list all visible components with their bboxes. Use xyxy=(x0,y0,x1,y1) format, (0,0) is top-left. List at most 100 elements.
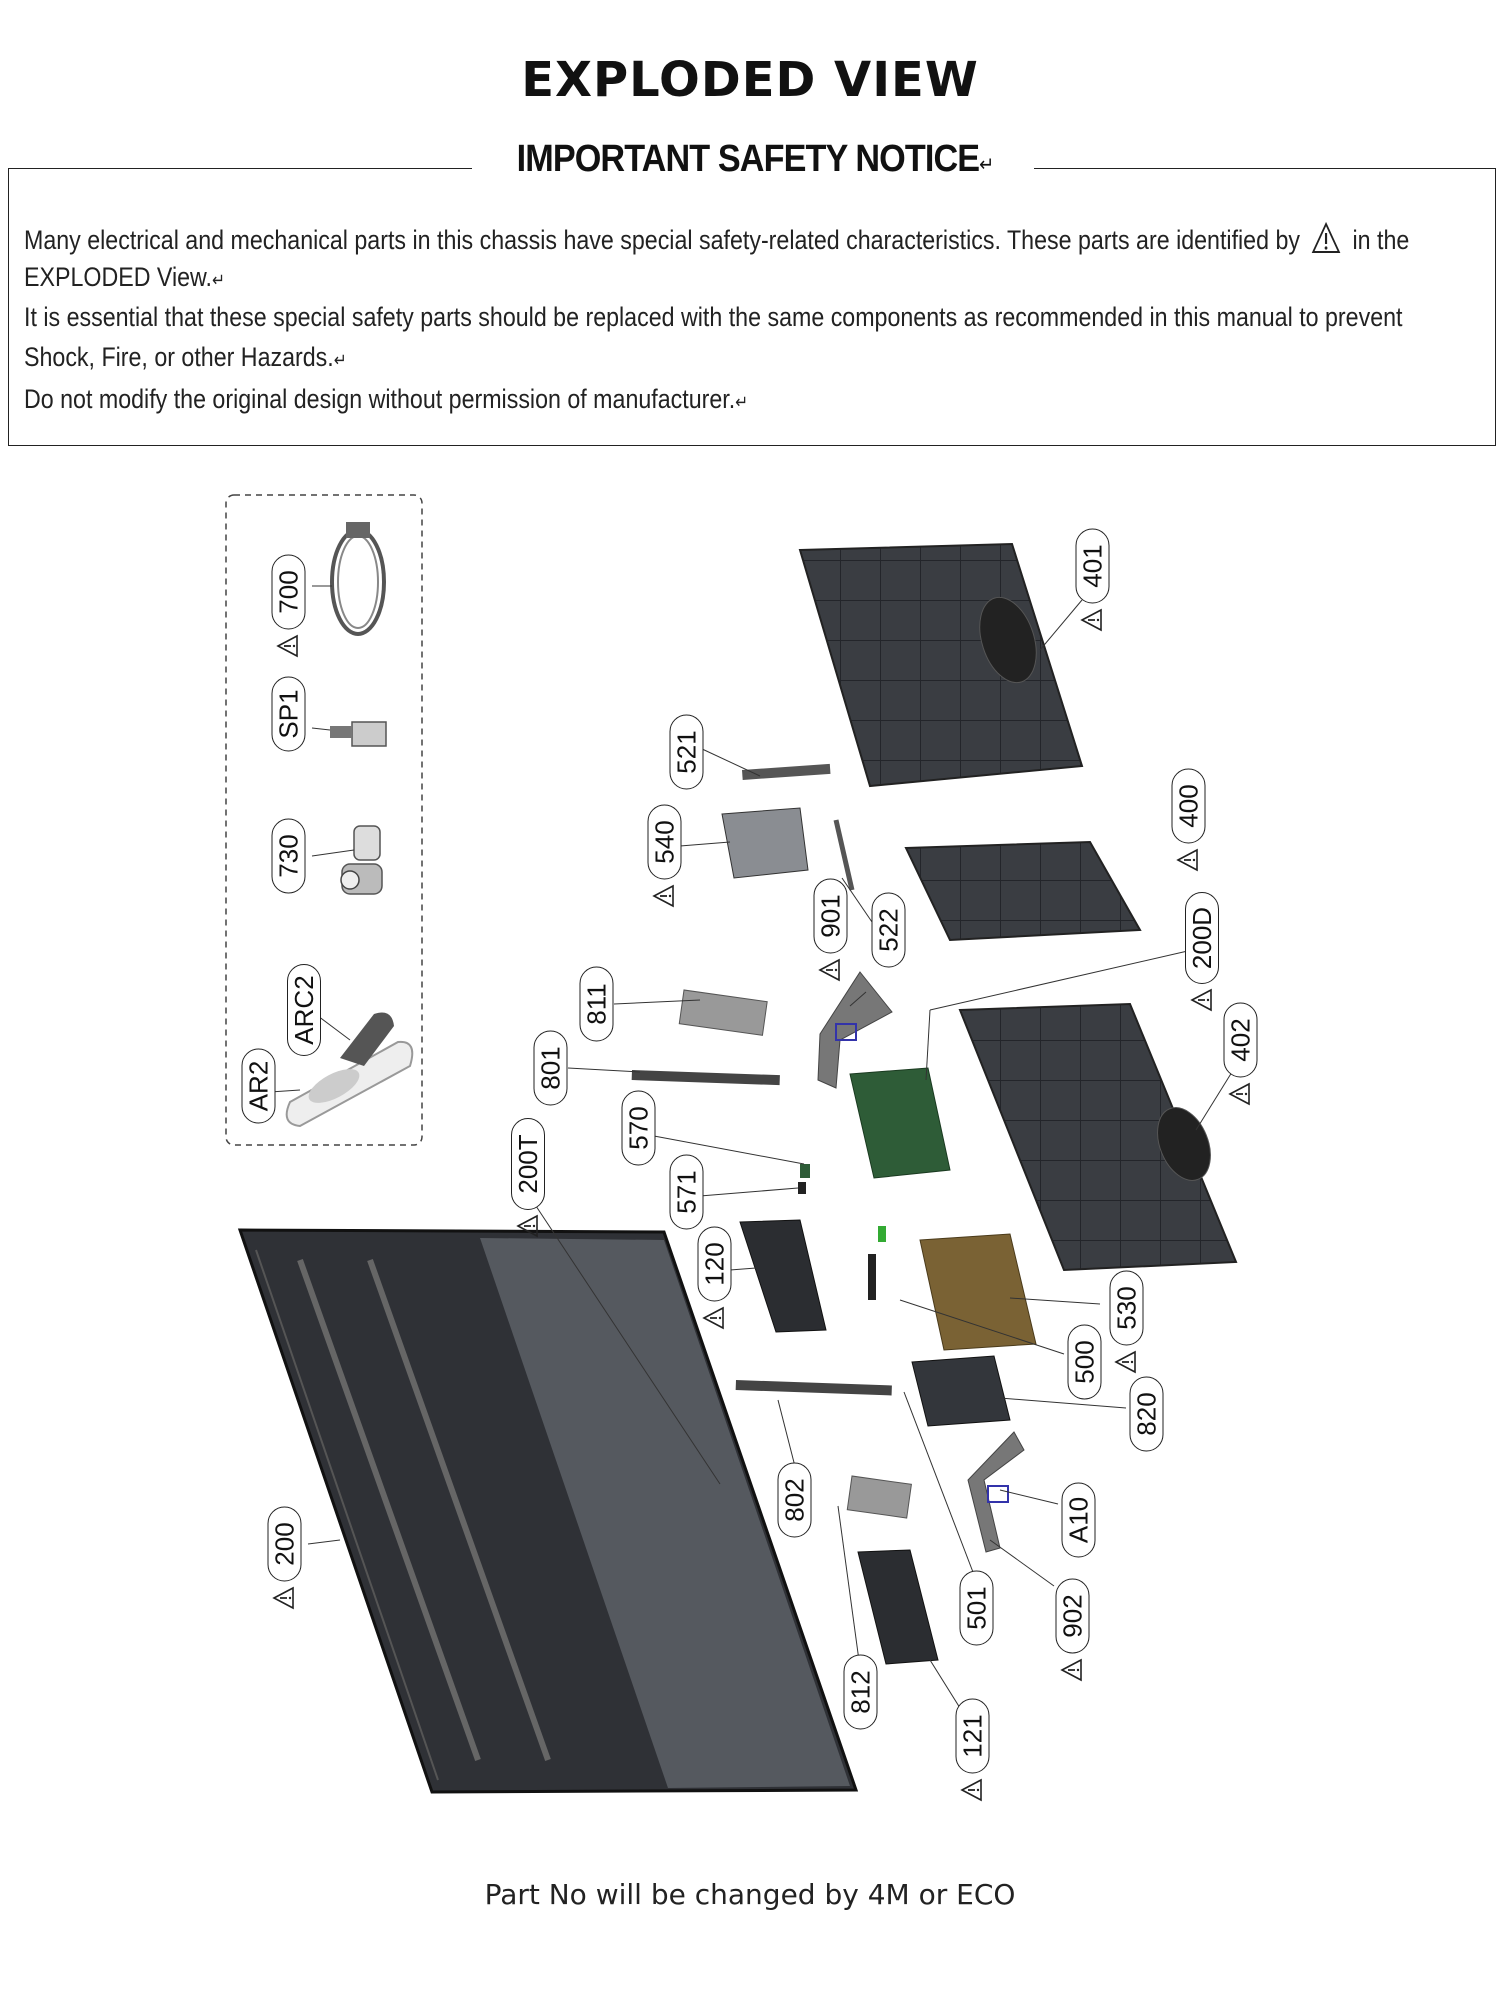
notice-heading: IMPORTANT SAFETY NOTICE↵ xyxy=(516,138,995,181)
warning-triangle-icon xyxy=(1311,221,1341,253)
callout-part-13: 120 xyxy=(697,1226,731,1302)
callout-part-20: 501 xyxy=(959,1570,993,1646)
callout-part-21: 902 xyxy=(1055,1578,1089,1654)
warning-triangle-icon xyxy=(702,1306,724,1329)
callout-part-18: A10 xyxy=(1061,1482,1095,1558)
notice-line-5-text: Do not modify the original design withou… xyxy=(24,384,736,414)
callout-label: 801 xyxy=(534,1046,565,1090)
callout-label: 901 xyxy=(814,894,845,938)
callout-label: 522 xyxy=(872,908,903,952)
warning-triangle-icon xyxy=(960,1778,982,1801)
notice-line-2: EXPLODED View.↵ xyxy=(24,262,225,293)
bracket-801-shape xyxy=(631,1069,780,1086)
page-title: EXPLODED VIEW xyxy=(521,52,979,108)
callout-label: 902 xyxy=(1056,1594,1087,1638)
speaker-grille-shape xyxy=(979,596,1037,684)
notice-line-5: Do not modify the original design withou… xyxy=(24,384,748,415)
warning-triangle-icon xyxy=(516,1214,538,1238)
callout-label: 501 xyxy=(960,1586,991,1630)
return-mark-icon: ↵ xyxy=(979,154,994,176)
notice-line-2-text: EXPLODED View. xyxy=(24,262,213,292)
callout-label: 811 xyxy=(580,983,611,1025)
callout-part-8: 811 xyxy=(579,966,613,1042)
bracket-522-shape xyxy=(833,819,855,891)
return-mark-icon: ↵ xyxy=(735,392,749,412)
callout-part-19: 200 xyxy=(267,1506,301,1582)
warning-triangle-icon xyxy=(1114,1350,1136,1373)
spacer-shape xyxy=(311,721,387,747)
callout-label: A10 xyxy=(1062,1496,1093,1544)
callout-part-4: 522 xyxy=(871,892,905,968)
callout-label: AR2 xyxy=(242,1060,273,1112)
back-cover-400-shape xyxy=(904,840,1142,942)
adapter-shape xyxy=(311,825,383,895)
callout-part-2: 521 xyxy=(669,714,703,790)
warning-triangle-icon xyxy=(1190,988,1212,1012)
callout-part-14: 530 xyxy=(1109,1270,1143,1346)
callout-label: 500 xyxy=(1068,1340,1099,1384)
bracket-802-shape xyxy=(735,1379,892,1396)
speaker-grille-shape xyxy=(1157,1107,1211,1181)
callout-label: 120 xyxy=(698,1242,729,1286)
notice-heading-text: IMPORTANT SAFETY NOTICE xyxy=(516,138,980,180)
callout-part-5: 901 xyxy=(813,878,847,954)
notice-line-3-text: It is essential that these special safet… xyxy=(24,302,1403,332)
callout-accessory-3: ARC2 xyxy=(287,964,321,1056)
callout-label: 530 xyxy=(1110,1286,1141,1330)
callout-part-7: 402 xyxy=(1223,1002,1257,1078)
screw-icon xyxy=(987,1485,1009,1503)
callout-label: 570 xyxy=(622,1106,653,1150)
callout-label: 802 xyxy=(778,1478,809,1522)
callout-part-15: 500 xyxy=(1067,1324,1101,1400)
callout-label: 521 xyxy=(670,730,701,774)
callout-part-10: 570 xyxy=(621,1090,655,1166)
warning-triangle-icon xyxy=(652,884,674,907)
callout-part-16: 820 xyxy=(1129,1376,1163,1452)
callout-accessory-0: 700 xyxy=(271,554,305,630)
bracket-521-shape xyxy=(742,763,831,780)
notice-rule-right xyxy=(1034,168,1496,169)
callout-part-6: 200D xyxy=(1185,892,1219,984)
warning-triangle-icon xyxy=(276,634,298,657)
callout-label: 820 xyxy=(1130,1392,1161,1436)
safety-notice-box xyxy=(8,168,1496,446)
callout-part-1: 400 xyxy=(1171,768,1205,844)
callout-label: 401 xyxy=(1076,544,1107,588)
display-panel-shape xyxy=(237,1228,859,1794)
stand-902-shape xyxy=(967,1431,1025,1553)
small-board-570-shape xyxy=(800,1164,810,1178)
screw-icon xyxy=(835,1023,857,1041)
callout-label: 540 xyxy=(648,820,679,864)
small-board-571-shape xyxy=(798,1182,806,1194)
callout-label: 730 xyxy=(272,834,303,878)
exploded-view-diagram xyxy=(225,494,1238,1794)
callout-part-3: 540 xyxy=(647,804,681,880)
back-cover-401-shape xyxy=(798,542,1084,788)
speaker-121-shape xyxy=(857,1549,939,1665)
warning-triangle-icon xyxy=(1176,848,1198,871)
back-cover-402-shape xyxy=(958,1002,1238,1272)
notice-line-3: It is essential that these special safet… xyxy=(24,302,1402,333)
leader-lines xyxy=(307,599,1233,1709)
callout-accessory-1: SP1 xyxy=(271,676,305,752)
callout-part-12: 200T xyxy=(511,1118,545,1210)
cable-501-shape xyxy=(868,1254,876,1300)
return-mark-icon: ↵ xyxy=(333,350,347,370)
footer-note: Part No will be changed by 4M or ECO xyxy=(484,1878,1016,1911)
callout-part-17: 802 xyxy=(777,1462,811,1538)
callout-accessory-4: AR2 xyxy=(241,1048,275,1124)
notice-line-1-end: in the xyxy=(1352,225,1410,255)
callout-label: 400 xyxy=(1172,784,1203,828)
callout-label: 812 xyxy=(844,1670,875,1714)
bracket-812-shape xyxy=(846,1475,912,1519)
callout-label: 571 xyxy=(670,1170,701,1214)
bracket-811-shape xyxy=(678,989,768,1036)
notice-rule-left xyxy=(8,168,472,169)
callout-label: 700 xyxy=(272,570,303,614)
tcon-board-shape xyxy=(849,1067,951,1179)
warning-triangle-icon xyxy=(272,1586,294,1609)
speaker-120-shape xyxy=(739,1219,827,1333)
warning-triangle-icon xyxy=(1060,1658,1082,1681)
callout-part-22: 812 xyxy=(843,1654,877,1730)
callout-part-9: 801 xyxy=(533,1030,567,1106)
